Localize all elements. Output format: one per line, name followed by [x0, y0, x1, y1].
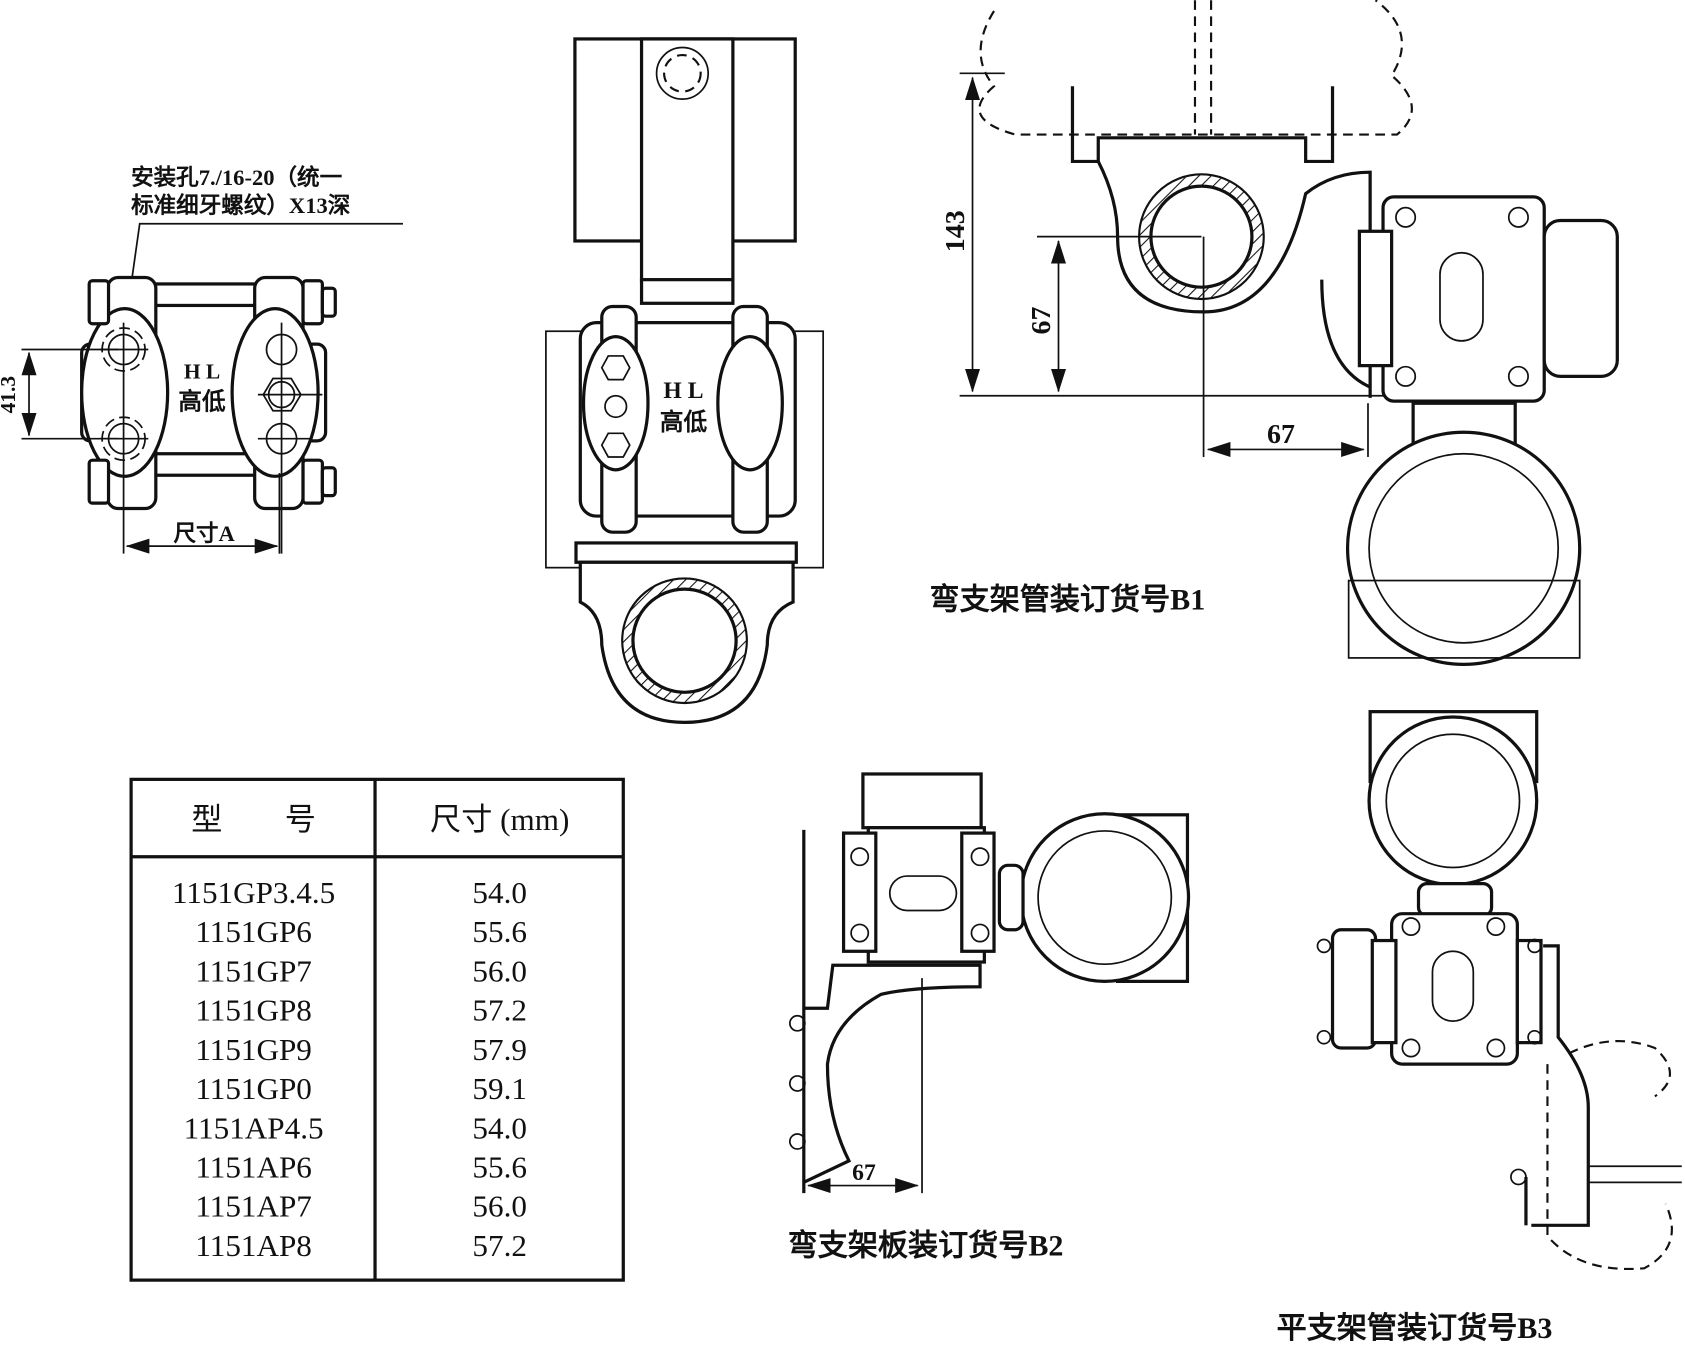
- high-low-label: 高低: [660, 408, 708, 436]
- table-cell-size: 55.6: [472, 1149, 527, 1184]
- b2-caption: 弯支架板装订货号B2: [788, 1228, 1064, 1262]
- electronics-housing: [1367, 715, 1539, 887]
- table-cell-model: 1151GP9: [195, 1032, 312, 1067]
- table-row: 1151AP8 57.2: [195, 1228, 527, 1263]
- hl-label: H L: [663, 378, 703, 404]
- table-cell-size: 57.2: [472, 993, 527, 1028]
- table-row: 1151AP4.5 54.0: [184, 1110, 527, 1145]
- dim-67-label: 67: [852, 1160, 876, 1186]
- flange-oval: [716, 334, 784, 472]
- dim-67-vertical-label: 67: [1026, 306, 1057, 334]
- hl-label: H L: [184, 360, 220, 384]
- table-cell-size: 57.2: [472, 1228, 527, 1263]
- table-cell-size: 54.0: [472, 875, 527, 910]
- table-row: 1151AP6 55.6: [195, 1149, 527, 1184]
- mounting-hole-note-line2: 标准细牙螺纹）X13深: [131, 192, 351, 218]
- rod: [148, 282, 269, 308]
- high-low-label: 高低: [178, 388, 226, 416]
- electronics-housing: [1019, 812, 1191, 983]
- table-cell-model: 1151AP4.5: [184, 1110, 324, 1145]
- table-row: 1151AP7 56.0: [195, 1189, 527, 1224]
- dim-a-label: 尺寸A: [173, 521, 235, 546]
- table-row: 1151GP0 59.1: [195, 1071, 527, 1106]
- table-cell-size: 55.6: [472, 914, 527, 949]
- b1-caption: 弯支架管装订货号B1: [930, 583, 1206, 617]
- nut-icons: [87, 279, 337, 505]
- table-row: 1151GP3.4.5 54.0: [172, 875, 527, 910]
- front-view: 安装孔7./16-20（统一 标准细牙螺纹）X13深: [0, 164, 403, 554]
- table-cell-size: 56.0: [472, 953, 527, 988]
- table-header-model: 型 号: [191, 802, 316, 837]
- table-row: 1151GP6 55.6: [195, 914, 527, 949]
- panel-outline-dashed: [978, 0, 1413, 136]
- table-cell-model: 1151AP8: [195, 1228, 312, 1263]
- table-row: 1151GP7 56.0: [195, 953, 527, 988]
- bolt-icons: [788, 847, 990, 1150]
- b3-caption: 平支架管装订货号B3: [1277, 1311, 1553, 1345]
- bolt-icons: [1395, 206, 1529, 387]
- mounting-hole-note-line1: 安装孔7./16-20（统一: [131, 164, 343, 190]
- neck: [639, 37, 735, 283]
- dim-67-horizontal-label: 67: [1267, 419, 1295, 450]
- electronics-housing: [1345, 430, 1582, 666]
- table-cell-size: 57.9: [472, 1032, 527, 1067]
- table-cell-model: 1151AP6: [195, 1149, 312, 1184]
- table-cell-model: 1151GP3.4.5: [172, 875, 335, 910]
- table-cell-model: 1151GP6: [195, 914, 312, 949]
- table-row: 1151GP8 57.2: [195, 993, 527, 1028]
- table-row: 1151GP9 57.9: [195, 1032, 527, 1067]
- bolt-icons: [1316, 917, 1542, 1186]
- dim-143-label: 143: [940, 210, 971, 252]
- table-cell-size: 54.0: [472, 1110, 527, 1145]
- table-cell-model: 1151GP8: [195, 993, 312, 1028]
- table-header-size: 尺寸 (mm): [430, 802, 569, 837]
- table-cell-model: 1151GP7: [195, 953, 312, 988]
- hex-nut: [639, 278, 735, 305]
- top-cap: [861, 772, 983, 830]
- b3-view: 平支架管装订货号B3: [1277, 710, 1682, 1345]
- clamp-plate: [574, 541, 798, 564]
- table-cell-model: 1151GP0: [195, 1071, 312, 1106]
- b2-view: 67 弯支架板装订货号B2: [788, 772, 1191, 1262]
- flange-oval: [581, 334, 650, 472]
- dim-41-3-label: 41.3: [0, 376, 20, 414]
- center-view: H L 高低: [545, 37, 825, 725]
- transmitter-body: [1390, 912, 1519, 1066]
- table-cell-size: 56.0: [472, 1189, 527, 1224]
- b1-view: 143 67 67 弯支架管装订货号B1: [930, 0, 1619, 666]
- table-cell-size: 59.1: [472, 1071, 527, 1106]
- flange-oval-right: [230, 307, 320, 478]
- table-cell-model: 1151AP7: [195, 1189, 312, 1224]
